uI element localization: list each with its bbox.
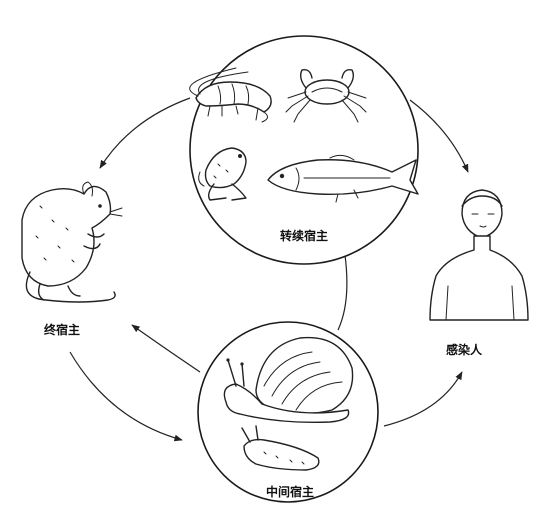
rat-icon <box>21 181 123 303</box>
intermediate-host-node: 中间宿主 <box>197 321 379 503</box>
frog-icon <box>198 147 247 201</box>
arrow-rat-to-snail <box>69 351 183 442</box>
infected-human-label: 感染人 <box>446 342 483 357</box>
arrow-snail-to-rat <box>131 324 201 373</box>
arrow-paratenic-to-rat <box>99 97 191 169</box>
human-icon <box>429 189 529 321</box>
intermediate-host-label: 中间宿主 <box>266 484 314 499</box>
definitive-host-node: 终宿主 <box>21 181 123 337</box>
fish-icon <box>267 154 419 203</box>
arrow-snail-to-human <box>383 371 463 427</box>
paratenic-host-label: 转续宿主 <box>280 228 328 243</box>
cycle-arrows <box>69 97 469 442</box>
shrimp-icon <box>189 67 272 123</box>
snail-icon <box>223 336 354 424</box>
arrow-paratenic-to-human <box>409 99 469 173</box>
arrow-snail-to-paratenic <box>337 247 349 331</box>
paratenic-host-node: 转续宿主 <box>189 35 419 265</box>
crab-icon <box>285 68 367 123</box>
infected-human-node: 感染人 <box>429 189 529 357</box>
slug-icon <box>241 425 320 471</box>
definitive-host-label: 终宿主 <box>44 322 80 337</box>
